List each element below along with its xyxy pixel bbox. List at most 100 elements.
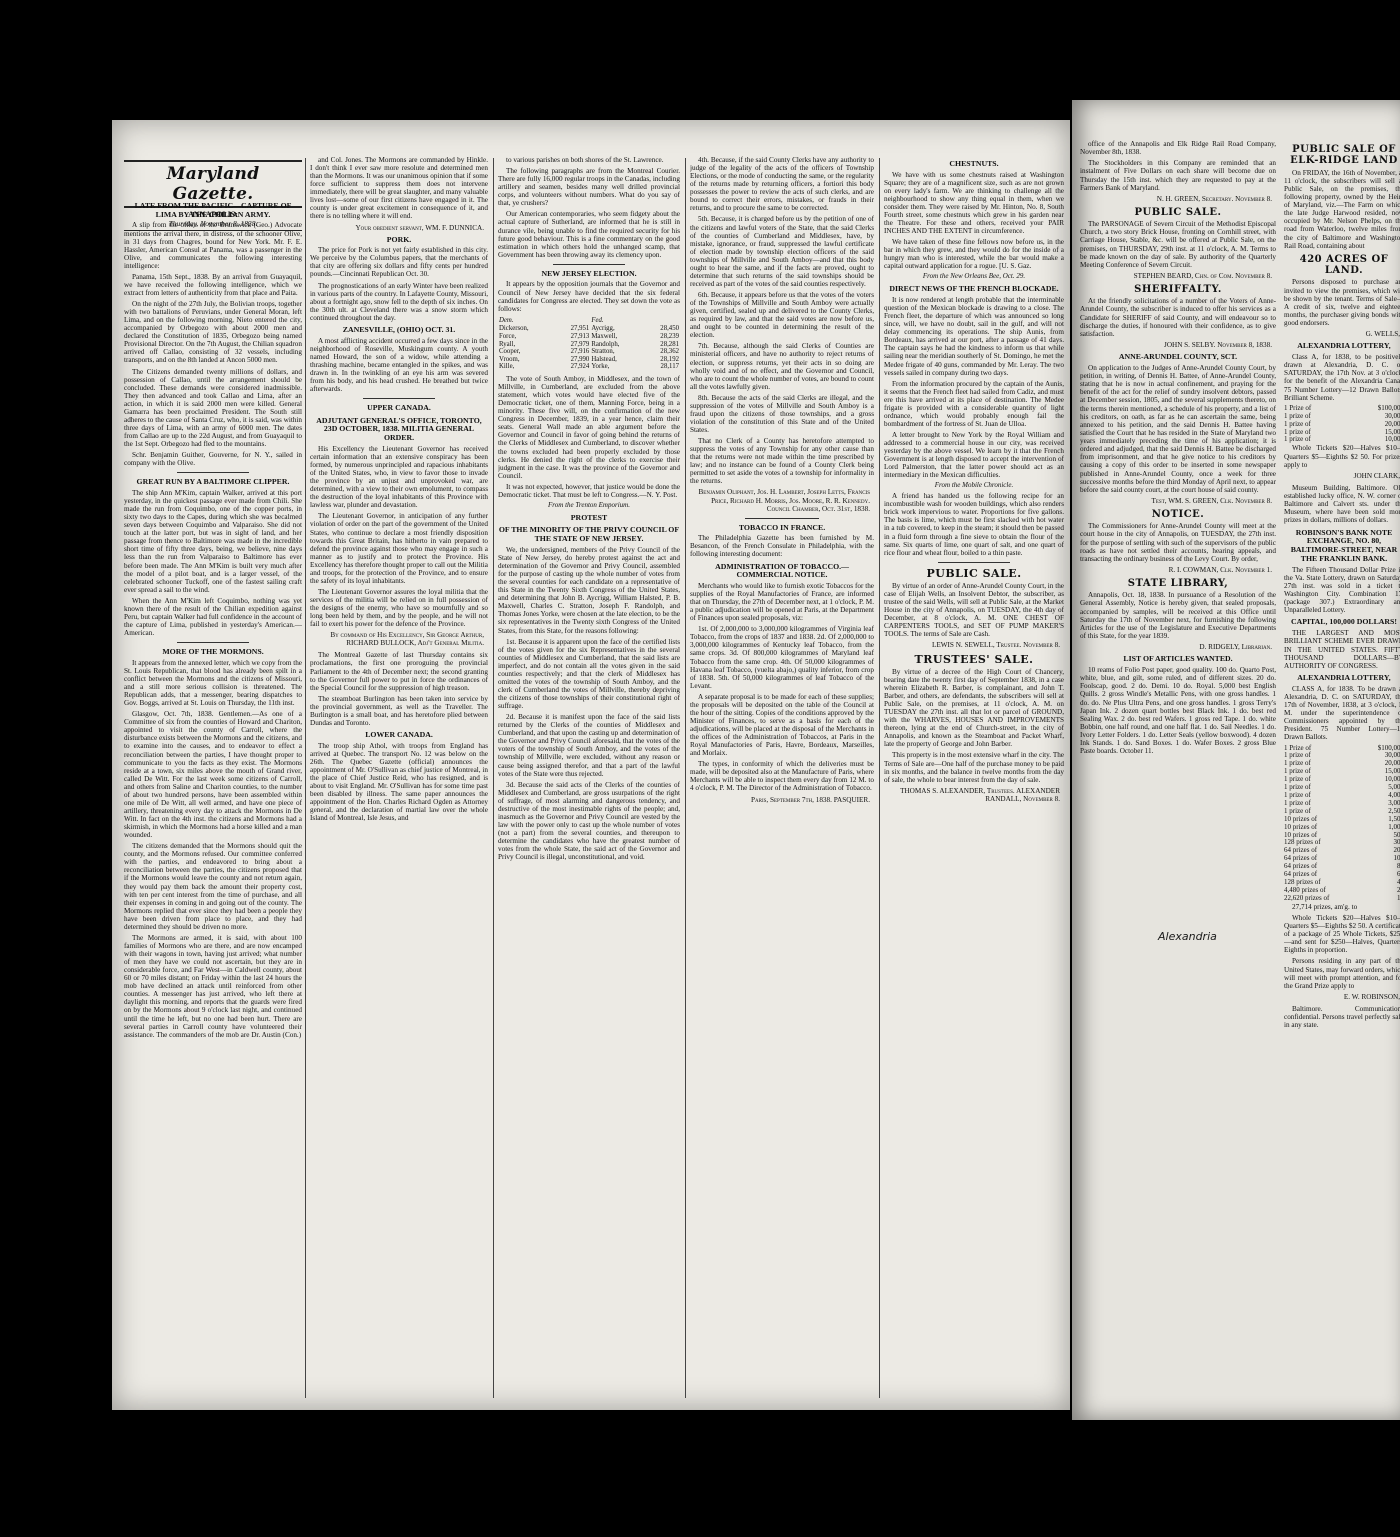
prize-amount: 10 xyxy=(1397,893,1400,902)
paragraph: We, the undersigned, members of the Priv… xyxy=(498,545,680,635)
paragraph: Museum Building, Baltimore. Old establis… xyxy=(1284,483,1400,525)
ad-headline: ROBINSON'S BANK NOTE EXCHANGE, No. 80, B… xyxy=(1290,527,1398,563)
table-cell: Kille, xyxy=(499,363,515,371)
table-header: Dem. xyxy=(499,316,514,324)
prize-row: 1 prize of20,000 xyxy=(1284,759,1400,768)
prize-row: 1 prize of4,000 xyxy=(1284,790,1400,800)
paragraph: The Mormons are armed, it is said, with … xyxy=(124,933,302,1039)
headline: ZANESVILLE, (Ohio) Oct. 31. xyxy=(342,324,456,334)
prize-label: 1 prize of xyxy=(1284,751,1311,760)
source-credit: From the New Orleans Bee, Oct. 29. xyxy=(922,272,1026,281)
facing-page: office of the Annapolis and Elk Ridge Ra… xyxy=(1072,100,1400,1420)
prize-label: 1 prize of xyxy=(1284,419,1311,428)
signature: E. W. ROBINSON, xyxy=(1343,992,1400,1001)
prize-amount: 10,000 xyxy=(1384,435,1400,444)
paragraph: 2d. Because it is manifest upon the face… xyxy=(498,713,680,778)
prize-amount: 20,000 xyxy=(1384,419,1400,428)
signature: D. RIDGELY, Librarian. xyxy=(1199,643,1272,652)
prize-row: 64 prizes of200 xyxy=(1284,846,1400,855)
prize-row: 128 prizes of300 xyxy=(1284,839,1400,847)
paragraph: The Montreal Gazette of last Thursday co… xyxy=(310,651,488,692)
paragraph: The troop ship Athol, with troops from E… xyxy=(310,741,488,823)
signature: G. WELLS, xyxy=(1365,330,1400,339)
prize-list: 1 Prize of$100,0001 prize of30,0001 priz… xyxy=(1284,404,1400,445)
table-cell: Halstead, xyxy=(591,355,617,363)
prize-row: 1 prize of2,500 xyxy=(1284,806,1400,816)
paragraph: His Excellency the Lieutenant Governor h… xyxy=(310,444,488,510)
prize-row: 1 prize of30,000 xyxy=(1284,752,1400,760)
headline: LOWER CANADA. xyxy=(365,729,433,739)
prize-row: 1 prize of30,000 xyxy=(1284,411,1400,421)
paragraph: 3d. Because the said acts of the Clerks … xyxy=(498,780,680,862)
headline: OF THE MINORITY OF THE PRIVY COUNCIL OF … xyxy=(498,525,680,544)
facing-column-2: PUBLIC SALE OF ELK-RIDGE LAND On FRIDAY,… xyxy=(1284,140,1400,1400)
prize-amount: 15,000 xyxy=(1384,427,1400,436)
table-cell: Ryall, xyxy=(499,340,516,348)
column-rule xyxy=(305,158,306,1398)
prize-row: 1 prize of10,000 xyxy=(1284,436,1400,444)
paragraph: When the Ann M'Kim left Coquimbo, nothin… xyxy=(124,596,302,638)
signature: Benjamin Oliphant, Jos. H. Lambert, Jose… xyxy=(698,488,871,513)
table-cell: Randolph, xyxy=(591,340,620,348)
ad-headline: ALEXANDRIA LOTTERY, xyxy=(1297,341,1391,351)
paragraph: A separate proposal is to be made for ea… xyxy=(690,692,874,758)
prize-label: 10 prizes of xyxy=(1284,822,1318,831)
paragraph: The steamboat Burlington has been taken … xyxy=(310,694,488,727)
paragraph: Persons disposed to purchase are invited… xyxy=(1284,278,1400,328)
prize-row: 1 Prize of$100,000 xyxy=(1284,744,1400,753)
prize-amount: 1,500 xyxy=(1388,814,1400,823)
paragraph: Annapolis, Oct. 18, 1838. In pursuance o… xyxy=(1080,591,1276,640)
paragraph: Class A, for 1838, to be positively draw… xyxy=(1284,353,1400,402)
prize-row: 1 prize of 15,000 xyxy=(1284,427,1400,437)
headline: MORE OF THE MORMONS. xyxy=(162,647,264,657)
paragraph: The PARSONAGE of Severn Circuit of the M… xyxy=(1080,220,1276,269)
paragraph: THE LARGEST AND MOST BRILLIANT SCHEME EV… xyxy=(1284,629,1400,670)
paragraph: It appears by the opposition journals th… xyxy=(498,280,680,313)
prize-amount: 100 xyxy=(1393,854,1400,863)
prize-amount: 4,000 xyxy=(1388,790,1400,799)
prize-amount: 10,000 xyxy=(1384,775,1400,784)
dateline-location: ANNAPOLIS: xyxy=(188,210,238,219)
paragraph: The price for Pork is not yet fairly est… xyxy=(310,246,488,279)
column-4: 4th. Because, if the said County Clerks … xyxy=(690,156,874,1401)
paragraph: Whole Tickets $20—Halves $10—Quarters $5… xyxy=(1284,444,1400,469)
paragraph: The Stockholders in this Company are rem… xyxy=(1080,159,1276,192)
table-cell: 27,979 xyxy=(570,340,590,348)
table-cell: Aycrigg, xyxy=(591,325,615,333)
paragraph: The Lieutenant Governor assures the loya… xyxy=(310,587,488,629)
paragraph: Merchants who would like to furnish exot… xyxy=(690,581,874,623)
prize-label: 1 prize of xyxy=(1284,798,1311,807)
paragraph: 1st. Of 2,000,000 to 3,000,000 kilogramm… xyxy=(690,625,874,690)
prize-row: 64 prizes of100 xyxy=(1284,854,1400,863)
table-cell: 28,281 xyxy=(660,340,679,348)
table-cell: 27,990 xyxy=(570,355,590,363)
prize-amount: 30,000 xyxy=(1384,411,1400,420)
paragraph: The following paragraphs are from the Mo… xyxy=(498,167,680,208)
prize-label: 1 prize of xyxy=(1284,427,1311,436)
paragraph: Schr. Benjamin Guither, Gouverne, for N.… xyxy=(124,451,302,468)
paragraph: That no Clerk of a County has heretofore… xyxy=(690,437,874,486)
paragraph: The vote of South Amboy, in Middlesex, a… xyxy=(498,374,680,480)
prize-amount: 2,500 xyxy=(1388,806,1400,815)
prize-label: 1 prize of xyxy=(1284,775,1311,784)
table-header: Fed. xyxy=(591,316,604,324)
signature: LEWIS N. SEWELL, Trustee. November 8. xyxy=(931,641,1060,650)
paragraph: 5th. Because, it is charged before us by… xyxy=(690,215,874,288)
signature: JOHN S. SELBY. November 8, 1838. xyxy=(1164,340,1272,349)
handwritten-mark: Alexandria xyxy=(1158,930,1217,943)
table-cell: 28,239 xyxy=(660,332,679,340)
prize-row: 1 prize of3,000 xyxy=(1284,798,1400,808)
prize-label: 1 prize of xyxy=(1284,767,1311,776)
paragraph: We have with us some chestnuts raised at… xyxy=(884,170,1064,236)
headline: GREAT RUN BY A BALTIMORE CLIPPER. xyxy=(136,477,290,487)
table-cell: 27,913 xyxy=(570,332,590,340)
table-cell: 28,362 xyxy=(660,348,679,356)
prize-amount: 20,000 xyxy=(1384,759,1400,768)
source-credit: From the Mobile Chronicle. xyxy=(934,481,1014,490)
signature: JOHN CLARK, xyxy=(1353,471,1400,480)
headline: CHESTNUTS. xyxy=(949,159,999,168)
divider xyxy=(363,398,435,399)
paragraph: Persons residing in any part of the Unit… xyxy=(1284,957,1400,990)
